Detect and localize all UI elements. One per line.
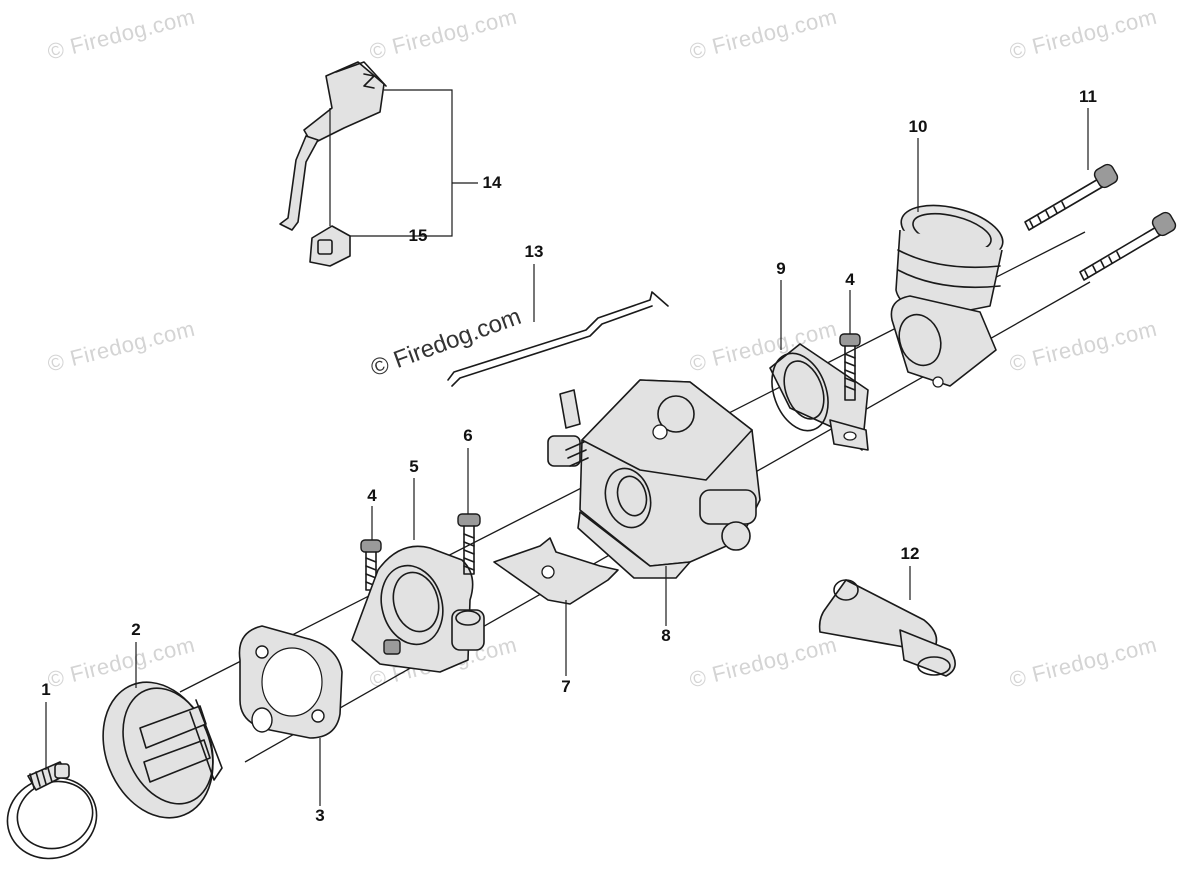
callout-4-left: 4 (367, 486, 377, 505)
callout-4-right: 4 (845, 270, 855, 289)
callout-6: 6 (463, 426, 473, 445)
callout-12: 12 (900, 544, 920, 563)
callout-1: 1 (41, 680, 51, 699)
part-10-intake-boot (890, 204, 1004, 388)
part-12-fuel-hose (818, 579, 956, 677)
callout-9: 9 (776, 259, 786, 278)
callout-3: 3 (315, 806, 325, 825)
part-8-carburetor (547, 379, 761, 579)
part-14-lever (279, 61, 387, 231)
callout-10: 10 (908, 117, 928, 136)
part-7-plate (493, 537, 619, 605)
leader-lines (45, 89, 1089, 806)
callout-15: 15 (408, 226, 428, 245)
callout-2: 2 (131, 620, 141, 639)
part-1-hose-clamp (6, 761, 98, 860)
callout-14: 14 (482, 173, 502, 192)
part-13-throttle-rod (447, 291, 669, 387)
callout-8: 8 (661, 626, 671, 645)
part-9-spacer (769, 343, 869, 451)
callout-7: 7 (561, 677, 571, 696)
part-15-clip (309, 225, 351, 267)
callout-11: 11 (1079, 87, 1097, 106)
part-11-bolts (1024, 163, 1177, 281)
callout-5: 5 (409, 457, 419, 476)
part-4-screw-right (839, 333, 861, 401)
part-3-gasket (238, 625, 343, 739)
part-6-screw (457, 513, 481, 575)
callout-13: 13 (524, 242, 544, 261)
part-5-intake-flange (351, 545, 485, 673)
part-2-filter-adapter (102, 681, 223, 819)
part-4-screw-left (360, 539, 382, 591)
